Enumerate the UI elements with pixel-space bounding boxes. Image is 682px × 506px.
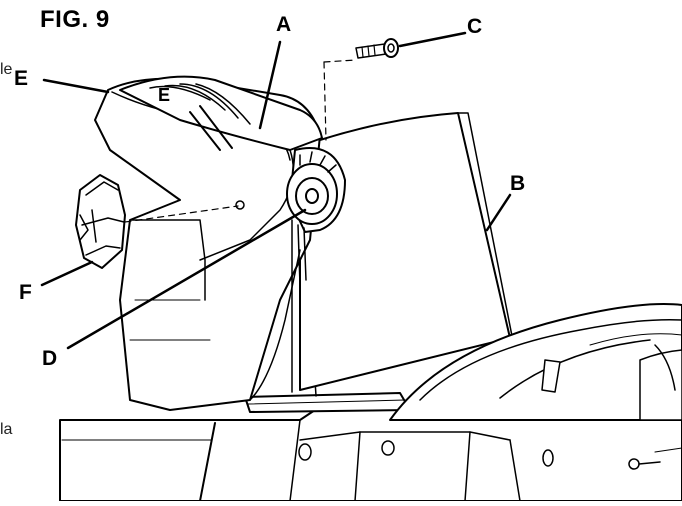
callout-c: C: [467, 15, 483, 38]
leader-line-c: [398, 31, 467, 48]
leader-line-a: [258, 40, 282, 130]
callout-f: F: [19, 281, 32, 304]
leader-lines: [40, 31, 512, 350]
callout-b: B: [510, 172, 526, 195]
callout-e-inner: E: [158, 85, 171, 105]
leader-line-e-outer: [42, 78, 110, 94]
bolt-alignment-line-horizontal: [323, 59, 357, 63]
cropped-text-bottom-left: la: [0, 421, 13, 438]
leader-line-f: [40, 260, 94, 287]
knob-alignment-line: [124, 205, 239, 223]
leader-line-d: [66, 208, 307, 350]
callout-e-outer: E: [14, 67, 29, 90]
discharge-body: [389, 303, 682, 470]
callout-a: A: [276, 13, 292, 36]
callout-d: D: [42, 347, 58, 370]
knob: [75, 174, 126, 269]
pivot-hole: [235, 200, 245, 210]
chute-panel: [291, 112, 513, 393]
cropped-text-top-left: le: [0, 61, 13, 78]
platform: [244, 379, 411, 413]
figure-title: FIG. 9: [40, 6, 110, 33]
bolt: [355, 38, 399, 59]
bolt-alignment-line-vertical: [323, 61, 327, 141]
grip-assembly: [119, 75, 323, 151]
leader-line-b: [485, 193, 512, 232]
